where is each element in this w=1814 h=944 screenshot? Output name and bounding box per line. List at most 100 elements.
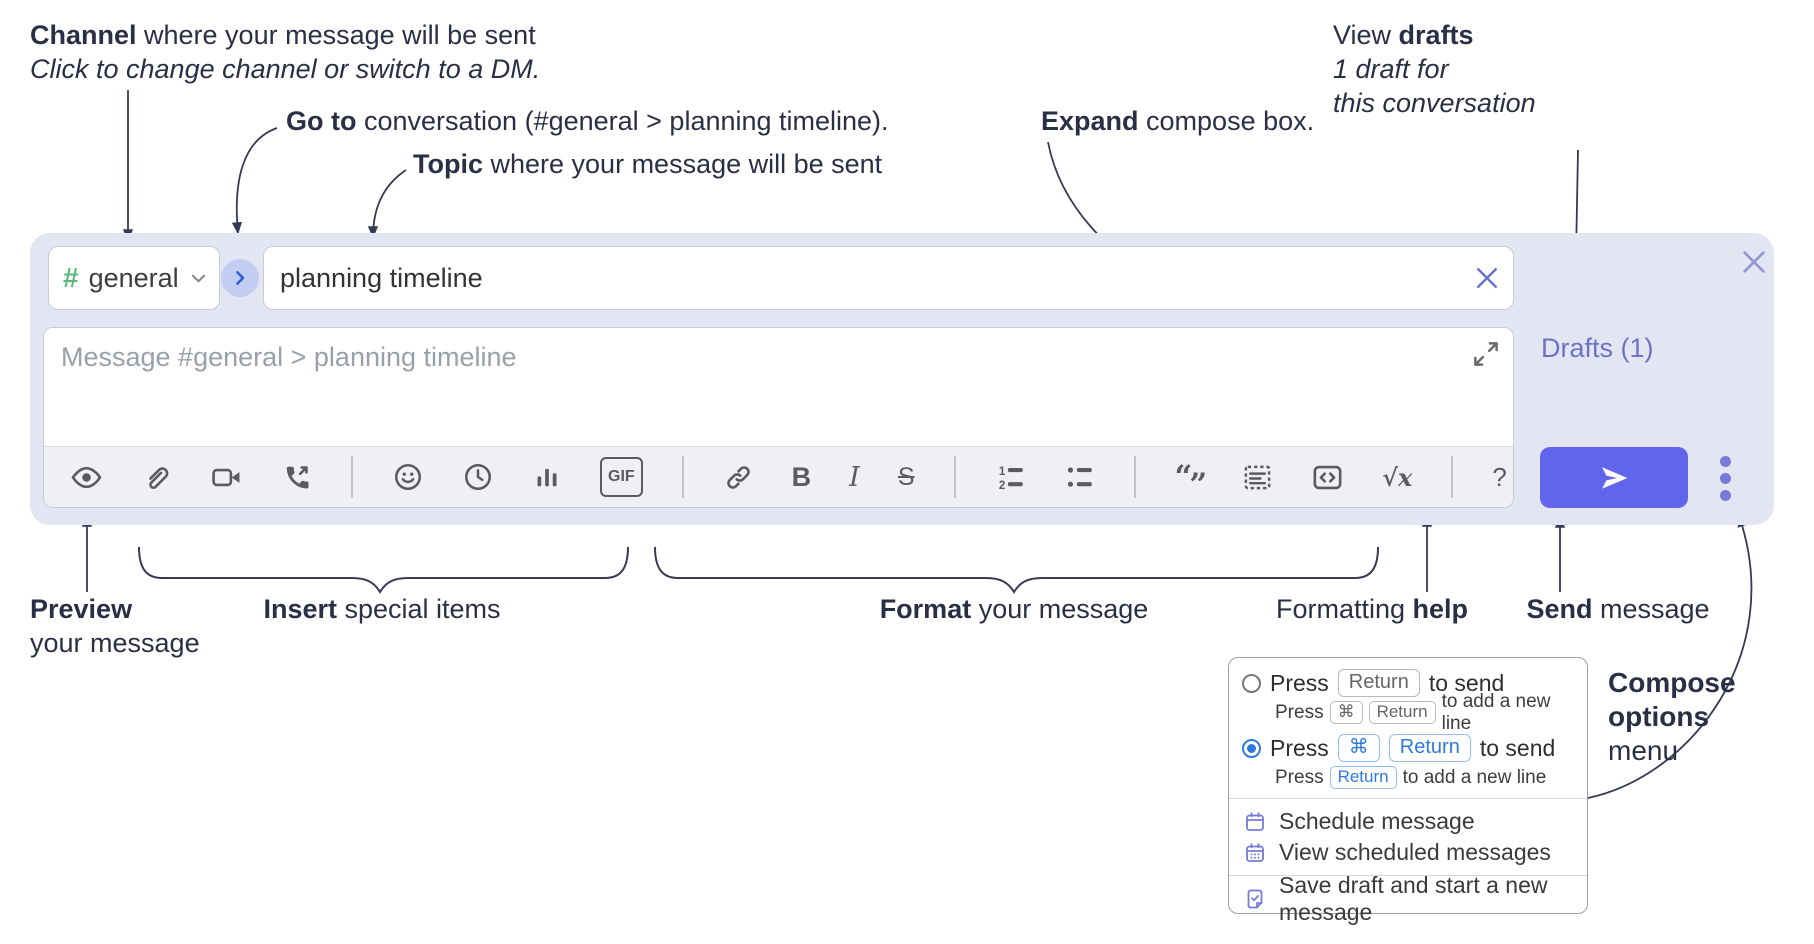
option-label: to send <box>1428 669 1505 696</box>
poll-button[interactable] <box>532 457 562 497</box>
menu-item-view-scheduled-messages[interactable]: View scheduled messages <box>1229 837 1587 868</box>
clear-topic-button[interactable] <box>1472 263 1502 293</box>
quote-button[interactable]: “” <box>1174 457 1208 503</box>
ellipsis-dot <box>1719 489 1731 501</box>
calendar-icon <box>1243 810 1267 834</box>
compose-options-button[interactable] <box>1713 451 1737 505</box>
channel-selector[interactable]: # general <box>48 246 220 310</box>
compose-options-menu: Press Return to send Press ⌘ Return to a… <box>1228 657 1588 925</box>
video-call-button[interactable] <box>210 457 243 497</box>
toolbar-divider <box>1451 456 1454 498</box>
send-icon <box>1597 461 1631 495</box>
toolbar-divider <box>351 456 353 498</box>
channel-hash-icon: # <box>63 262 79 293</box>
menu-divider <box>1229 875 1587 876</box>
return-key: Return <box>1337 669 1420 697</box>
strikethrough-icon: S <box>897 462 915 491</box>
bold-icon: B <box>791 461 812 492</box>
option-label: Press <box>1270 669 1329 696</box>
cmd-key: ⌘ <box>1337 734 1380 762</box>
message-box: GIF B I S 12 “” <box>43 327 1514 508</box>
gif-icon: GIF <box>608 468 635 485</box>
message-input[interactable] <box>44 328 1513 446</box>
chevron-right-icon <box>231 269 249 287</box>
expand-compose-button[interactable] <box>1471 339 1501 369</box>
return-key: Return <box>1388 734 1471 762</box>
paperclip-icon <box>141 462 172 493</box>
ellipsis-dot <box>1719 455 1731 467</box>
calendar-grid-icon <box>1243 841 1267 865</box>
radio-selected[interactable] <box>1242 738 1261 758</box>
bulleted-list-icon <box>1064 462 1095 493</box>
voice-call-button[interactable] <box>281 457 312 497</box>
bar-chart-icon <box>532 462 562 492</box>
gif-button[interactable]: GIF <box>600 457 643 497</box>
annotation-view-drafts: View drafts 1 draft for this conversatio… <box>1333 20 1536 118</box>
option-cmd-return-to-send[interactable]: Press ⌘ Return to send <box>1229 732 1587 764</box>
chevron-down-icon <box>189 269 208 288</box>
question-mark-icon: ? <box>1492 461 1507 492</box>
clock-icon <box>462 461 494 493</box>
annotation-channel: Channel where your message will be sent … <box>30 20 541 84</box>
annotation-preview: Preview your message <box>30 594 200 658</box>
strikethrough-button[interactable]: S <box>898 457 915 497</box>
close-icon <box>1738 246 1770 278</box>
annotation-insert: Insert special items <box>263 594 501 624</box>
italic-icon: I <box>849 461 860 493</box>
annotation-expand: Expand compose box. <box>1041 106 1315 136</box>
drafts-link[interactable]: Drafts (1) <box>1541 333 1654 363</box>
spoiler-button[interactable] <box>1242 457 1273 497</box>
go-to-conversation-button[interactable] <box>221 259 259 297</box>
svg-text:1: 1 <box>998 464 1005 477</box>
radio-unselected[interactable] <box>1242 673 1261 693</box>
toolbar-divider <box>1133 456 1136 498</box>
emoji-button[interactable] <box>392 457 424 497</box>
topic-input[interactable] <box>263 246 1514 310</box>
menu-item-schedule-message[interactable]: Schedule message <box>1229 806 1587 837</box>
draft-check-icon <box>1243 887 1267 911</box>
link-icon <box>723 462 754 493</box>
video-camera-icon <box>210 461 243 494</box>
annotation-topic: Topic where your message will be sent <box>413 149 883 179</box>
italic-button[interactable]: I <box>849 457 860 497</box>
spoiler-icon <box>1242 462 1273 493</box>
expand-icon <box>1471 339 1501 369</box>
bulleted-list-button[interactable] <box>1064 457 1095 497</box>
eye-icon <box>70 461 103 494</box>
annotation-go-to: Go to conversation (#general > planning … <box>286 106 889 136</box>
message-formatting-help-button[interactable]: ? <box>1492 457 1506 497</box>
topic-input-wrap <box>263 246 1514 310</box>
menu-item-label: View scheduled messages <box>1279 839 1551 865</box>
attach-file-button[interactable] <box>141 457 172 497</box>
option-cmd-return-subtext: Press Return to add a new line <box>1275 766 1547 789</box>
annotation-compose-options: Compose options menu <box>1608 667 1736 766</box>
math-button[interactable]: √x <box>1382 457 1412 497</box>
annotation-formatting-help: Formatting help <box>1275 594 1469 624</box>
menu-item-save-draft[interactable]: Save draft and start a new message <box>1229 872 1587 925</box>
code-button[interactable] <box>1311 457 1344 497</box>
menu-item-label: Save draft and start a new message <box>1279 871 1548 925</box>
option-return-subtext: Press ⌘ Return to add a new line <box>1275 690 1551 734</box>
preview-button[interactable] <box>70 457 103 497</box>
option-return-to-send[interactable]: Press Return to send <box>1229 667 1587 699</box>
channel-name: general <box>88 262 179 293</box>
menu-item-label: Schedule message <box>1279 808 1475 834</box>
phone-call-icon <box>281 462 312 493</box>
close-icon <box>1472 263 1502 293</box>
smiley-icon <box>392 461 424 493</box>
link-button[interactable] <box>723 457 754 497</box>
option-label: to send <box>1479 734 1556 761</box>
bold-button[interactable]: B <box>792 457 812 497</box>
close-compose-button[interactable] <box>1738 246 1770 278</box>
send-button[interactable] <box>1540 447 1688 508</box>
quote-icon: “” <box>1174 459 1208 503</box>
annotation-send: Send message <box>1526 594 1710 624</box>
time-button[interactable] <box>462 457 494 497</box>
toolbar-divider <box>681 456 684 498</box>
return-key: Return <box>1329 766 1397 789</box>
return-key: Return <box>1368 701 1436 724</box>
